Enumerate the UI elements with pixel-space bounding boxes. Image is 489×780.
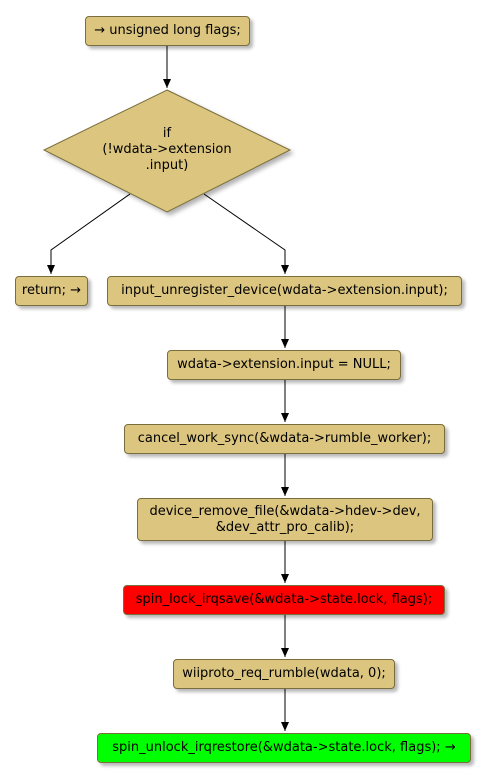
remove-file-node: device_remove_file(&wdata->hdev->dev, &d… — [137, 498, 433, 541]
condition-diamond — [42, 89, 292, 213]
set-null-node: wdata->extension.input = NULL; — [167, 350, 401, 380]
remove-file-line-1: device_remove_file(&wdata->hdev->dev, — [149, 503, 421, 519]
edge-condition-to-return — [47, 193, 131, 274]
req-rumble-node: wiiproto_req_rumble(wdata, 0); — [173, 659, 395, 689]
start-node: → unsigned long flags; — [85, 16, 250, 46]
edge-condition-to-unregister — [203, 193, 289, 274]
spin-unlock-node: spin_unlock_irqrestore(&wdata->state.loc… — [97, 733, 471, 763]
cancel-work-node: cancel_work_sync(&wdata->rumble_worker); — [124, 424, 445, 454]
condition-label: if (!wdata->extension .input) — [102, 126, 232, 173]
remove-file-line-2: &dev_attr_pro_calib); — [215, 519, 355, 535]
unregister-node: input_unregister_device(wdata->extension… — [107, 276, 462, 306]
return-node: return; → — [15, 276, 88, 306]
spin-lock-node: spin_lock_irqsave(&wdata->state.lock, fl… — [123, 585, 445, 615]
